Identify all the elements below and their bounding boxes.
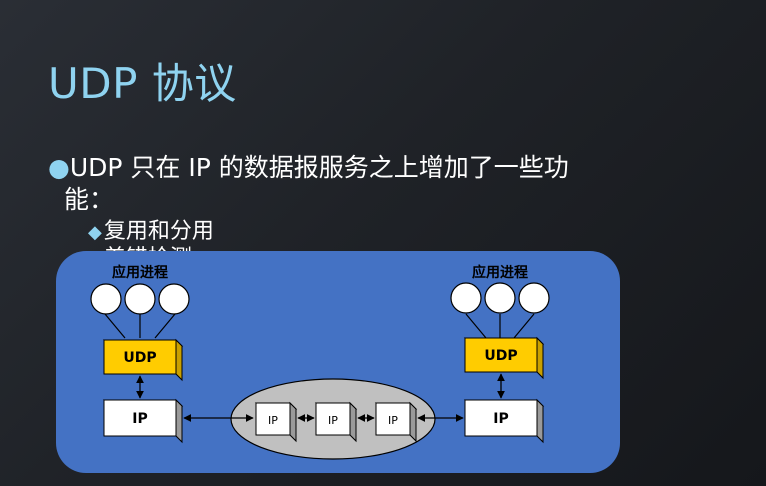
left-process-circle [90, 283, 122, 315]
right-udp-label: UDP [484, 348, 517, 364]
router-box-1 [254, 401, 298, 443]
left-udp-box [102, 338, 184, 382]
left-app-connector [154, 313, 176, 339]
router-1-label: IP [268, 414, 278, 427]
right-app-label: 应用进程 [472, 264, 528, 281]
bullet-dot-icon: ● [48, 153, 70, 182]
left-ip-box [102, 398, 184, 444]
left-udp-label: UDP [123, 350, 156, 366]
right-ip-label: IP [493, 411, 508, 427]
diamond-bullet-icon: ◆ [88, 222, 102, 243]
right-process-circle [450, 282, 482, 314]
right-process-circle [518, 282, 550, 314]
bullet-text-2: 能： [64, 185, 115, 214]
bullet-text-1: UDP 只在 IP 的数据报服务之上增加了一些功 [69, 153, 569, 182]
sub-bullet-1-label: 复用和分用 [103, 219, 214, 244]
left-app-connector [104, 313, 126, 339]
left-ip-label: IP [132, 411, 147, 427]
right-ip-box [463, 398, 545, 444]
left-process-circle [124, 283, 156, 315]
right-udp-box [463, 336, 545, 380]
router-box-2 [314, 401, 358, 443]
slide-title: UDP 协议 [48, 59, 237, 108]
router-box-3 [374, 401, 418, 443]
right-app-connector [465, 313, 487, 339]
right-app-connector [513, 313, 535, 339]
bullet-line-1: ●UDP 只在 IP 的数据报服务之上增加了一些功 [48, 148, 569, 184]
bullet-line-2: 能： [64, 180, 114, 216]
left-process-circle [158, 283, 190, 315]
sub-bullet-1: ◆复用和分用 [88, 213, 214, 245]
router-2-label: IP [328, 414, 338, 427]
right-process-circle [484, 282, 516, 314]
left-app-label: 应用进程 [112, 264, 168, 281]
router-3-label: IP [388, 414, 398, 427]
